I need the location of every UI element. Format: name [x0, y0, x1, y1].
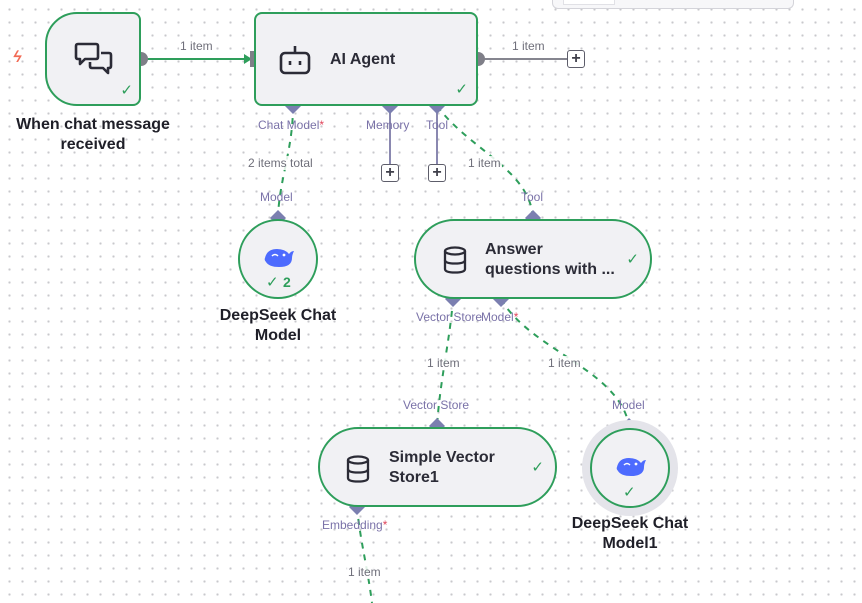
answer-questions-title: Answer questions with ... — [485, 241, 615, 278]
deepseek-whale-icon — [264, 249, 294, 267]
chat-bubbles-icon — [74, 42, 113, 75]
edge-embedding — [356, 506, 373, 603]
success-check-icon: ✓ — [531, 459, 544, 476]
deepseek2-label: DeepSeek Chat Model1 — [550, 514, 710, 554]
run-count-badge: 2 — [283, 274, 291, 290]
port-label-vs-in: Vector Store — [403, 398, 470, 412]
add-memory-button[interactable]: + — [381, 164, 399, 182]
port-label-deepseek1-model: Model — [260, 190, 293, 204]
database-icon — [443, 246, 467, 274]
edge-label-chat-model: 2 items total — [247, 156, 314, 170]
deepseek1-label-line1: DeepSeek Chat — [219, 307, 337, 324]
edge-tool — [436, 105, 534, 219]
trigger-node-label: When chat message received — [8, 115, 178, 155]
trigger-label-line2: received — [60, 136, 126, 153]
simple-vector-store-node[interactable]: Simple Vector Store1 ✓ — [318, 427, 557, 507]
deepseek-chat-model-node[interactable]: ✓ 2 — [238, 219, 318, 299]
success-check-icon: ✓ — [266, 274, 279, 291]
deepseek-whale-icon — [616, 458, 646, 476]
success-check-icon: ✓ — [626, 251, 639, 268]
deepseek1-label-line2: Model — [254, 327, 302, 344]
answer-questions-node[interactable]: Answer questions with ... ✓ — [414, 219, 652, 299]
toolbar-tab[interactable] — [563, 0, 615, 5]
edge-chat-model — [277, 105, 294, 219]
port-label-tool: Tool — [426, 118, 449, 132]
deepseek2-label-line2: Model1 — [602, 535, 658, 552]
simple-vector-store-title: Simple Vector Store1 — [389, 449, 495, 486]
port-label-deepseek2-model: Model — [612, 398, 645, 412]
success-check-icon: ✓ — [455, 81, 468, 98]
edge-label-agent-out: 1 item — [511, 39, 546, 53]
edge-arrow-head — [244, 54, 252, 64]
port-label-qa-vector-store: Vector Store — [416, 310, 483, 324]
database-icon — [346, 455, 370, 483]
edge-label-trigger-agent: 1 item — [179, 39, 214, 53]
deepseek2-label-line1: DeepSeek Chat — [571, 515, 689, 532]
add-node-after-agent-button[interactable]: + — [567, 50, 585, 68]
port-label-memory: Memory — [366, 118, 410, 132]
edge-label-tool: 1 item — [467, 156, 502, 170]
deepseek-chat-model1-node[interactable]: ✓ — [590, 428, 670, 508]
port-label-qa-model: Model* — [481, 310, 519, 324]
ai-agent-title: AI Agent — [330, 51, 396, 68]
deepseek1-label: DeepSeek Chat Model — [198, 306, 358, 346]
edge-label-embedding: 1 item — [347, 565, 382, 579]
robot-icon — [279, 46, 311, 75]
add-tool-button[interactable]: + — [428, 164, 446, 182]
top-toolbar-panel — [552, 0, 794, 9]
trigger-node[interactable]: ✓ — [45, 12, 141, 106]
trigger-label-line1: When chat message — [16, 116, 170, 133]
port-label-qa-tool: Tool — [521, 190, 544, 204]
success-check-icon: ✓ — [120, 82, 133, 99]
port-label-embedding: Embedding* — [322, 518, 388, 532]
ai-agent-node[interactable]: AI Agent ✓ — [254, 12, 478, 106]
port-label-chat-model: Chat Model* — [258, 118, 325, 132]
success-check-icon: ✓ — [623, 484, 636, 501]
edge-label-model: 1 item — [547, 356, 582, 370]
edge-label-vector-store: 1 item — [426, 356, 461, 370]
